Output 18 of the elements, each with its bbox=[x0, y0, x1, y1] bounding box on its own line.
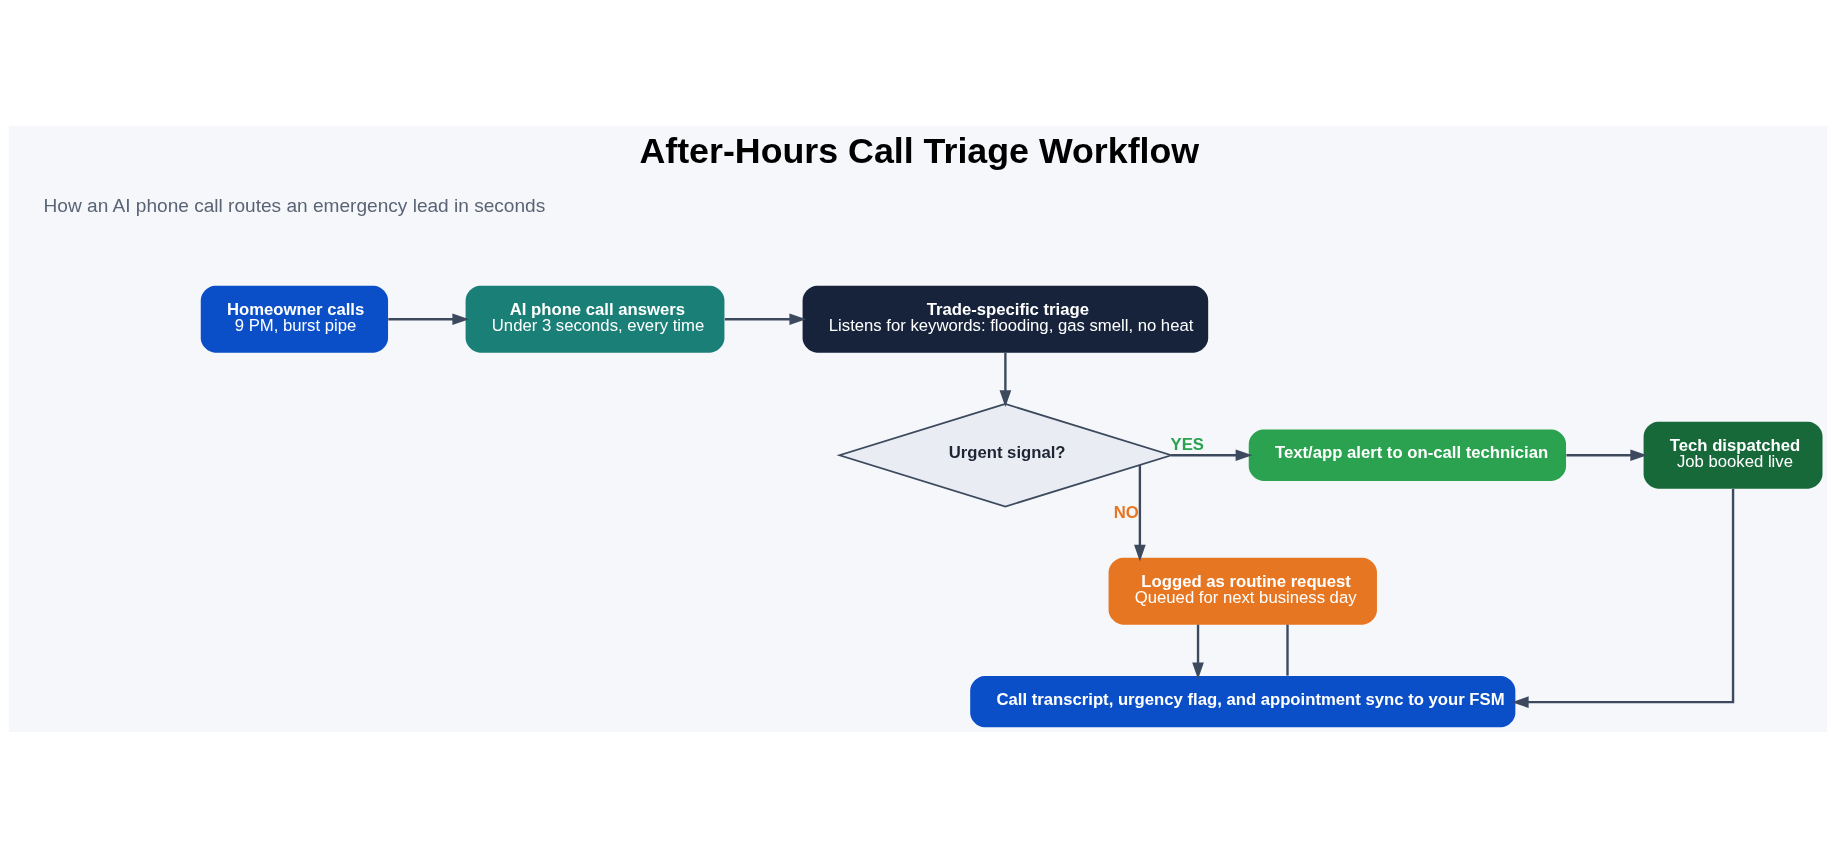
arrow bbox=[388, 312, 470, 325]
node-box: AI phone call answers Under 3 seconds, every time bbox=[465, 285, 725, 353]
node-box: Homeowner calls 9 PM, burst pipe bbox=[200, 285, 389, 353]
node-box: Text/app alert to on-call technician bbox=[1248, 429, 1567, 481]
connector bbox=[1286, 624, 1289, 676]
arrow bbox=[724, 312, 807, 325]
diagram-title: After-Hours Call Triage Workflow bbox=[639, 130, 1200, 171]
label: How an AI phone call routes an emergency lead in seconds bbox=[43, 194, 546, 216]
node-box: Logged as routine request Queued for next business day bbox=[1108, 557, 1377, 625]
arrow bbox=[1511, 488, 1735, 708]
arrow bbox=[1192, 624, 1204, 679]
node-box: Trade-specific triage Listens for keywords: flooding, gas smell, no heat bbox=[802, 285, 1209, 353]
node-box: Tech dispatched Job booked live bbox=[1643, 421, 1823, 489]
arrow bbox=[1171, 448, 1253, 461]
arrow bbox=[1134, 464, 1146, 561]
node-box: Call transcript, urgency flag, and appointment sync to your FSM bbox=[970, 675, 1516, 727]
arrow bbox=[1566, 448, 1648, 461]
arrow bbox=[999, 352, 1012, 407]
